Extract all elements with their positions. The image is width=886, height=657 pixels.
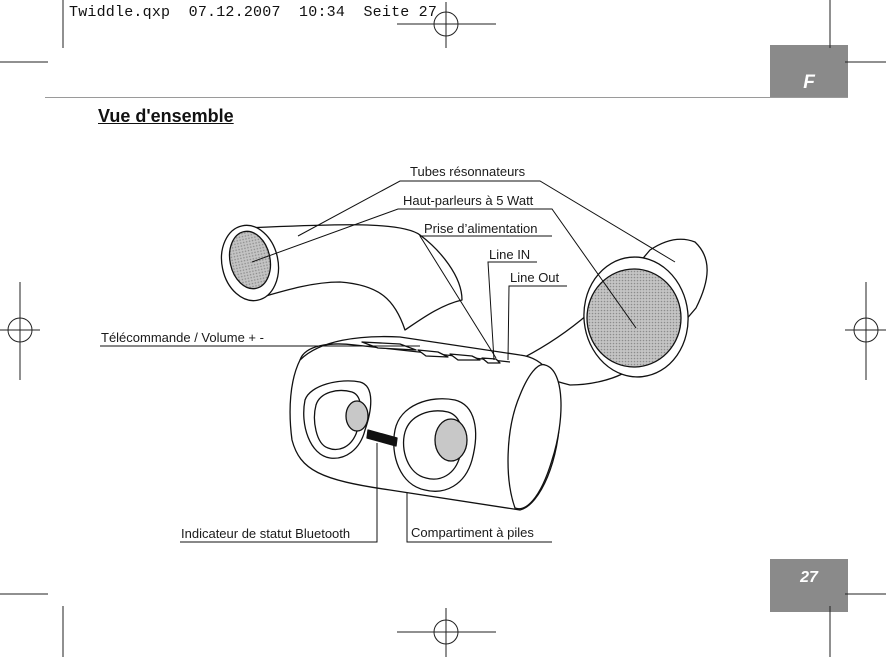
header-rule (45, 97, 848, 98)
registration-mark-top (397, 2, 496, 48)
right-speaker-grille (586, 268, 682, 368)
slug-page: Seite 27 (363, 4, 438, 21)
label-line-out: Line Out (510, 270, 560, 285)
slug-time: 10:34 (299, 4, 346, 21)
page-title: Vue d'ensemble (98, 106, 234, 126)
label-bluetooth-indicator: Indicateur de statut Bluetooth (181, 526, 350, 541)
registration-mark-right (845, 282, 886, 380)
slug-date: 07.12.2007 (188, 4, 281, 21)
callout-leaders (100, 180, 676, 543)
label-resonator-tubes: Tubes résonnateurs (410, 164, 526, 179)
print-slug: Twiddle.qxp 07.12.2007 10:34 Seite 27 (69, 4, 437, 21)
label-battery-compartment: Compartiment à piles (411, 525, 534, 540)
language-tab: F (770, 45, 848, 98)
registration-mark-bottom (397, 608, 496, 657)
label-power-jack: Prise d’alimentation (424, 221, 537, 236)
slug-filename: Twiddle.qxp (69, 4, 171, 21)
label-line-in: Line IN (489, 247, 530, 262)
label-remote-volume: Télécommande / Volume + - (101, 330, 264, 345)
label-speakers: Haut-parleurs à 5 Watt (403, 193, 534, 208)
page-number-tab: 27 (770, 559, 848, 612)
registration-mark-left (0, 282, 40, 380)
speaker-device-drawing (220, 224, 708, 511)
